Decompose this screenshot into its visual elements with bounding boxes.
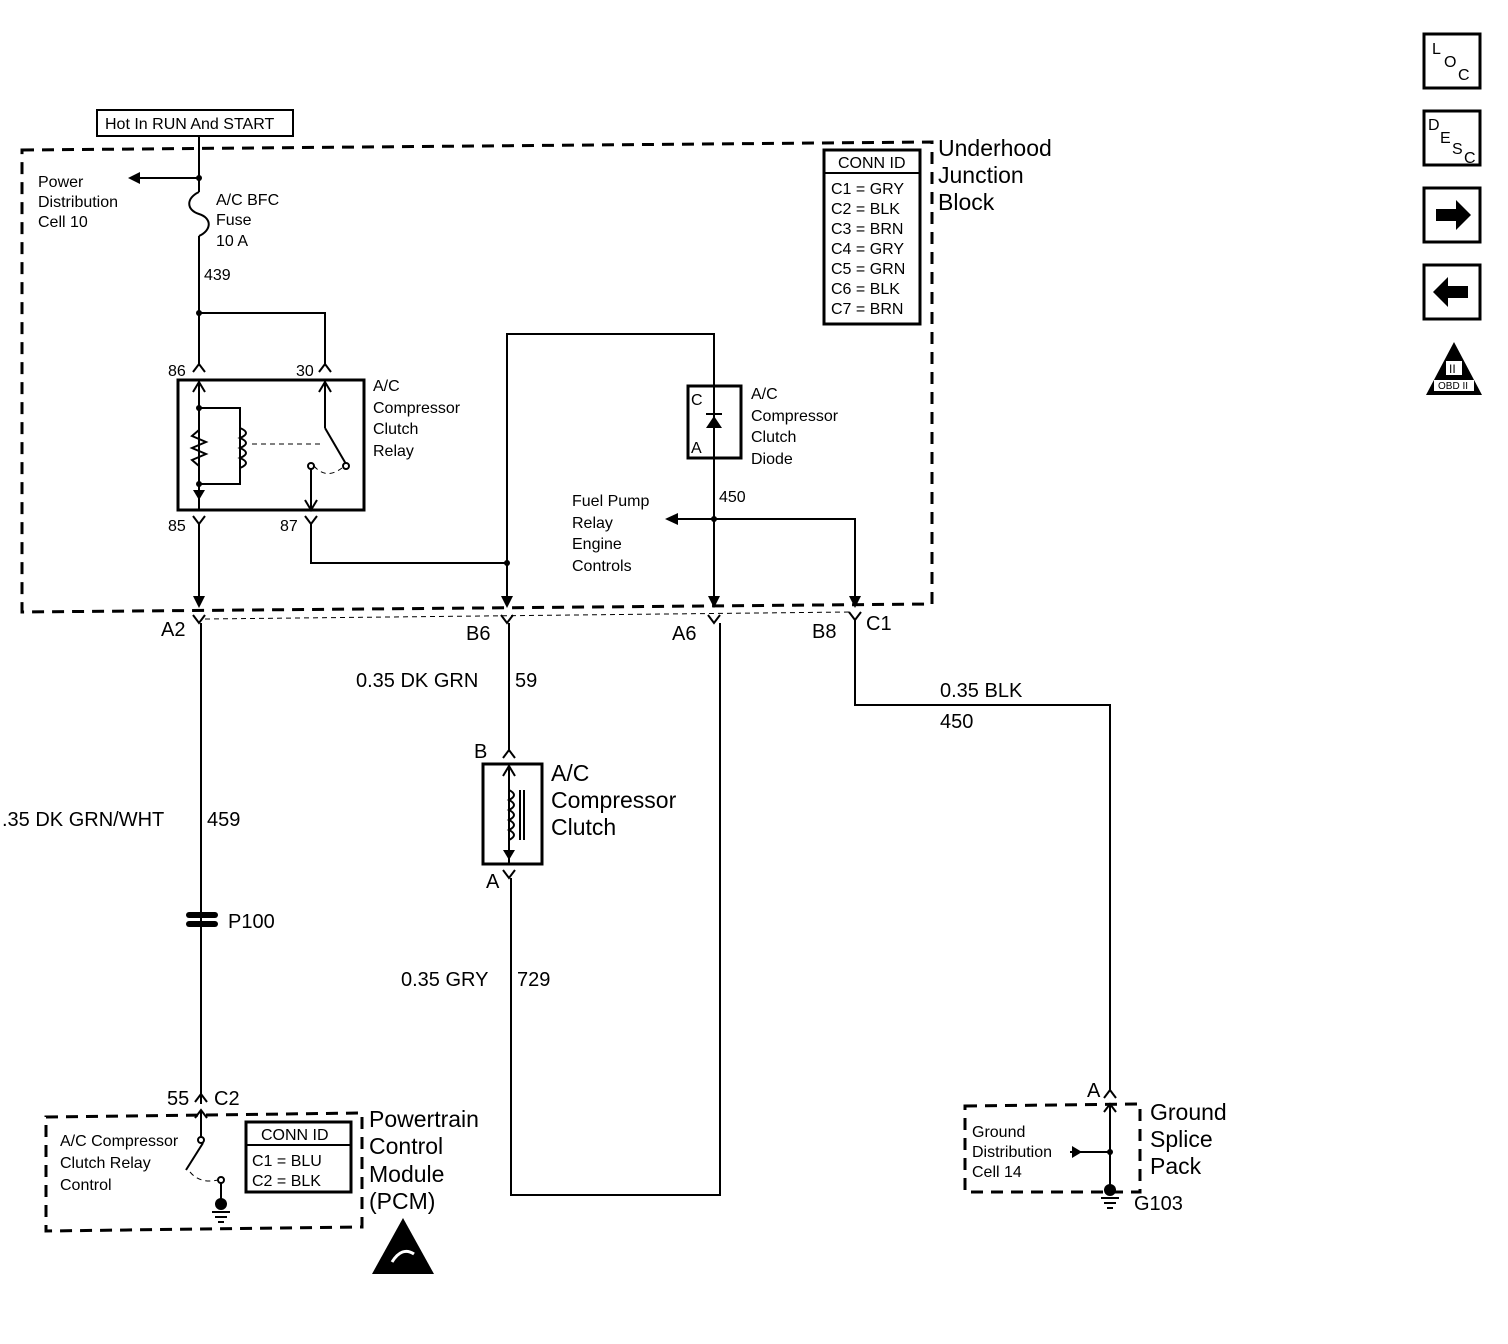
svg-text:E: E <box>1440 130 1451 147</box>
wire-459-color: .35 DK GRN/WHT <box>2 809 164 831</box>
wire-59-color: 0.35 DK GRN <box>356 670 478 692</box>
svg-text:A: A <box>691 440 702 457</box>
svg-text:C6 = BLK: C6 = BLK <box>831 281 900 298</box>
pcm-pin-55: 55 <box>167 1088 189 1110</box>
wire-450-color: 0.35 BLK <box>940 680 1023 702</box>
previous-button[interactable] <box>1422 263 1482 321</box>
circuit-439: 439 <box>204 267 231 284</box>
svg-text:OBD II: OBD II <box>1438 381 1468 392</box>
conn-id-table-pcm: CONN ID C1 = BLU C2 = BLK <box>244 1120 353 1194</box>
svg-text:C2 = BLK: C2 = BLK <box>252 1173 321 1190</box>
diode-label: A/C Compressor Clutch Diode <box>751 386 843 468</box>
svg-text:C4 = GRY: C4 = GRY <box>831 241 904 258</box>
ac-compressor-clutch-relay: 86 30 85 87 <box>168 362 366 535</box>
terminal-c1: C1 <box>866 613 892 635</box>
ac-compressor-clutch-diode: C A <box>686 384 743 460</box>
fuse-label: A/C BFC Fuse 10 A <box>216 192 284 250</box>
svg-text:CONN ID: CONN ID <box>261 1127 329 1144</box>
p100-connector-icon <box>186 912 218 927</box>
wire-729-num: 729 <box>517 969 550 991</box>
svg-text:C5 = GRN: C5 = GRN <box>831 261 905 278</box>
hot-label-box <box>96 109 294 137</box>
svg-text:C3 = BRN: C3 = BRN <box>831 221 903 238</box>
esd-warning-icon <box>372 1218 434 1274</box>
next-button[interactable] <box>1422 186 1482 244</box>
pcm-switch-icon <box>185 1108 230 1223</box>
power-distribution-arrow-icon <box>128 172 140 184</box>
wire-729 <box>510 623 721 1196</box>
svg-text:A: A <box>486 871 500 893</box>
wire-59-num: 59 <box>515 670 537 692</box>
svg-text:85: 85 <box>168 518 186 535</box>
g103-label: G103 <box>1134 1193 1183 1215</box>
ground-distribution-label: Ground Distribution Cell 14 <box>972 1124 1056 1181</box>
wire-450 <box>854 620 1111 1090</box>
p100-label: P100 <box>228 911 275 933</box>
power-distribution-label: Power Distribution Cell 10 <box>38 174 122 231</box>
svg-text:86: 86 <box>168 363 186 380</box>
svg-text:S: S <box>1452 141 1463 158</box>
ground-splice-icon <box>1070 1102 1119 1209</box>
wire-729-color: 0.35 GRY <box>401 969 488 991</box>
wire-450-num: 450 <box>940 711 973 733</box>
svg-text:D: D <box>1428 117 1440 134</box>
fuel-pump-arrow-icon <box>665 513 678 525</box>
ground-splice-pack-label: Ground Splice Pack <box>1150 1099 1233 1179</box>
ground-pin-a: A <box>1087 1080 1101 1102</box>
arrow-right-icon <box>1436 200 1471 230</box>
svg-text:C: C <box>1464 150 1476 167</box>
svg-text:C1 = BLU: C1 = BLU <box>252 1153 322 1170</box>
svg-text:II: II <box>1449 362 1456 376</box>
ground-splice-pack-outline <box>963 1102 1142 1194</box>
svg-text:C: C <box>1458 67 1470 84</box>
underhood-junction-block-outline <box>20 140 934 614</box>
svg-text:C: C <box>691 392 703 409</box>
fuse-icon <box>188 191 210 237</box>
svg-text:30: 30 <box>296 363 314 380</box>
desc-button[interactable]: D E S C <box>1422 109 1482 167</box>
svg-text:C7 = BRN: C7 = BRN <box>831 301 903 318</box>
terminal-a6: A6 <box>672 623 696 645</box>
ac-compressor-clutch: B A <box>474 741 544 893</box>
connector-c1-line <box>204 611 851 620</box>
svg-text:CONN ID: CONN ID <box>838 155 906 172</box>
conn-id-table-ujb: CONN ID C1 = GRY C2 = BLK C3 = BRN C4 = … <box>822 148 922 326</box>
terminal-a2: A2 <box>161 619 185 641</box>
clutch-label: A/C Compressor Clutch <box>551 760 683 840</box>
pcm-outline <box>44 1111 364 1233</box>
svg-text:O: O <box>1444 54 1456 71</box>
svg-text:C1 = GRY: C1 = GRY <box>831 181 904 198</box>
terminal-b8: B8 <box>812 621 836 643</box>
pcm-label: Powertrain Control Module (PCM) <box>369 1106 485 1214</box>
svg-text:L: L <box>1432 41 1441 58</box>
wire-459-num: 459 <box>207 809 240 831</box>
circuit-450-top: 450 <box>719 489 746 506</box>
relay-label: A/C Compressor Clutch Relay <box>373 378 465 460</box>
arrow-left-icon <box>1433 277 1468 307</box>
svg-text:87: 87 <box>280 518 298 535</box>
pcm-control-label: A/C Compressor Clutch Relay Control <box>60 1133 183 1194</box>
loc-button[interactable]: L O C <box>1422 32 1482 90</box>
fuel-pump-label: Fuel Pump Relay Engine Controls <box>572 493 654 575</box>
hot-label: Hot In RUN And START <box>105 116 274 133</box>
obd-ii-button[interactable]: II OBD II <box>1426 342 1482 395</box>
svg-text:C2 = BLK: C2 = BLK <box>831 201 900 218</box>
svg-text:B: B <box>474 741 487 763</box>
pcm-pin-c2: C2 <box>214 1088 240 1110</box>
terminal-b6: B6 <box>466 623 490 645</box>
junction-block-label: Underhood Junction Block <box>938 135 1058 215</box>
